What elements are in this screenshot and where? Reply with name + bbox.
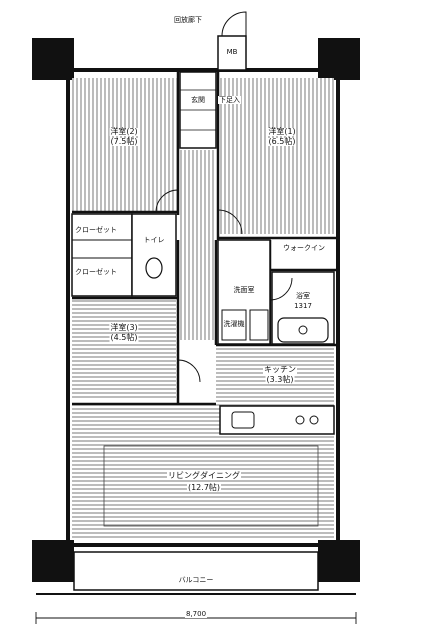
kitchen-name: キッチン xyxy=(263,365,297,374)
outer-walls xyxy=(66,68,340,547)
bathroom-name: 浴室 xyxy=(295,292,311,300)
bedroom2-size: (7.5帖) xyxy=(109,137,139,146)
bathroom-size: 1317 xyxy=(293,302,313,310)
ldk-size: (12.7帖) xyxy=(186,483,222,492)
balcony-label: バルコニー xyxy=(177,576,215,584)
walk-in-closet-label: ウォークイン xyxy=(282,244,326,252)
toilet-label: トイレ xyxy=(142,236,166,244)
ldk-lines xyxy=(103,445,319,527)
bedroom1-name: 洋室(1) xyxy=(267,127,297,136)
ldk-name: リビングダイニング xyxy=(167,471,241,480)
door-swings xyxy=(155,189,293,383)
mb-label: MB xyxy=(225,48,239,56)
corridor-label: 回放廊下 xyxy=(174,16,202,24)
kitchen-size: (3.3帖) xyxy=(265,375,295,384)
bedroom3-size: (4.5帖) xyxy=(109,333,139,342)
columns xyxy=(32,38,360,582)
bedroom3-name: 洋室(3) xyxy=(109,323,139,332)
washroom-label: 洗面室 xyxy=(232,286,256,294)
bedroom2-name: 洋室(2) xyxy=(109,127,139,136)
closet-label-1: クローゼット xyxy=(74,226,118,234)
dimension-label: 8,700 xyxy=(184,610,208,618)
kitchen-counter xyxy=(219,405,335,435)
bedroom1-size: (6.5帖) xyxy=(267,137,297,146)
laundry-label: 洗濯機 xyxy=(222,320,246,328)
entrance-label: 玄関 xyxy=(190,96,206,104)
balcony xyxy=(36,551,356,595)
storage-label: 下足入 xyxy=(218,96,241,104)
dimension-line xyxy=(35,612,357,624)
closet-label-2: クローゼット xyxy=(74,268,118,276)
